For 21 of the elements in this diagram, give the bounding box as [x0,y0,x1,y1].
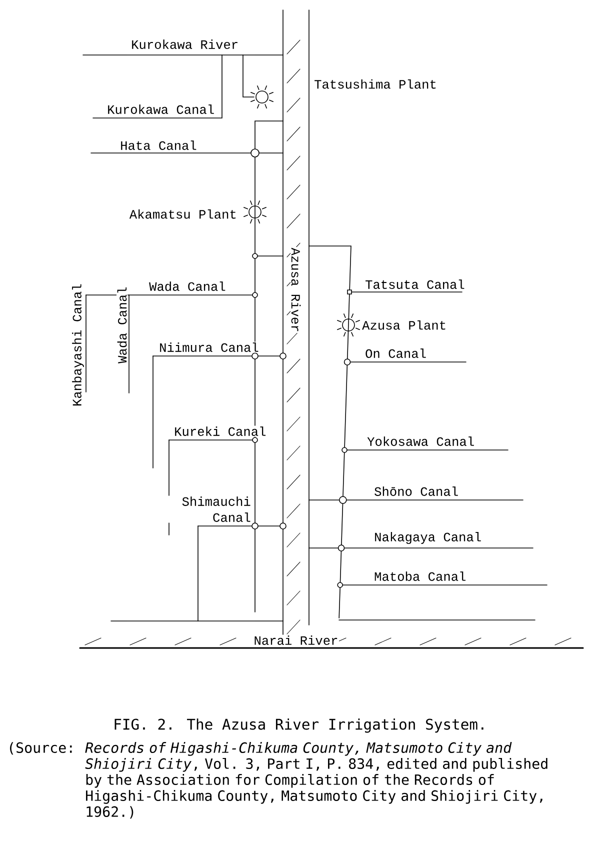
label: (Source: [6,741,76,756]
label: Akamatsu Plant [128,208,238,220]
label: Azusa Plant [361,320,448,330]
label: Shimauchi Canal [164,496,252,523]
label: Nakagaya Canal [373,531,482,545]
label: Kurokawa Canal [106,104,216,115]
label: Yokosawa Canal [366,436,476,447]
label: On Canal [364,348,428,359]
label: Tatsuta Canal [364,278,466,290]
label: Azusa River [290,246,302,334]
label: Kanbayashi Canal [71,282,85,408]
label: Narai River [252,634,340,646]
label: Tatsushima Plant [313,78,438,90]
label: Matoba Canal [373,570,468,582]
label: Wada Canal [148,280,227,292]
caption: FIG. 2. The Azusa River Irrigation System. [114,718,484,733]
label: Hata Canal [119,140,198,151]
label: Kurokawa River [130,38,240,50]
label: Records of Higashi-Chikuma County, Matsumoto City and Shiojiri City, Vol. 3, Part I, P. 834, edited and published by the Association for Compilation of the Records of Higashi-Chikuma County, Matsumoto City and Shiojiri City, 1962.) [84,741,553,820]
label: Shōno Canal [373,486,460,497]
label: Wada Canal [116,286,128,364]
